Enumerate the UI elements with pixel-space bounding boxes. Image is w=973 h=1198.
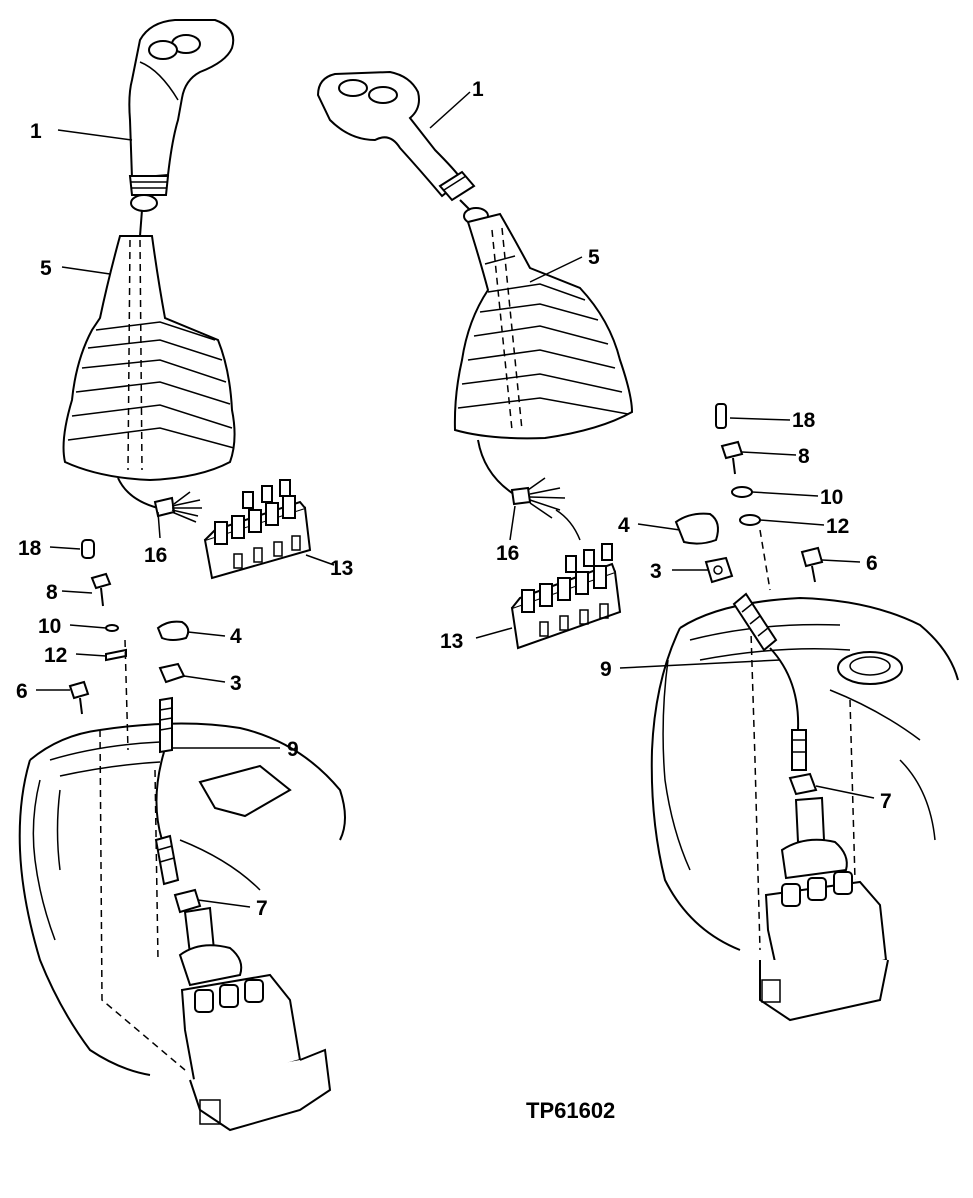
- right-console-body: [650, 529, 959, 951]
- left-rubber-boot: [62, 235, 236, 482]
- right-callouts: 1 5 18 8 10 12 4 3 6 16 13 9 7: [440, 78, 892, 813]
- left-joystick-handle: [128, 19, 235, 237]
- right-wire-harness: [477, 439, 581, 541]
- right-control-cable: [732, 592, 807, 771]
- right-callout-5: 5: [588, 246, 600, 269]
- left-callout-1: 1: [30, 120, 42, 143]
- left-callout-7: 7: [256, 897, 268, 920]
- right-callout-13: 13: [440, 630, 463, 653]
- right-callout-4: 4: [618, 514, 630, 537]
- left-leader-lines: [36, 129, 335, 908]
- right-joystick-handle: [316, 70, 489, 225]
- left-callouts: 1 5 16 13 18 8 10 12 6 4 3 9 7: [16, 120, 353, 920]
- right-callout-6: 6: [866, 552, 878, 575]
- right-callout-10: 10: [820, 486, 843, 509]
- left-connector-block: [203, 479, 312, 580]
- right-callout-16: 16: [496, 542, 519, 565]
- left-callout-16: 16: [144, 544, 167, 567]
- left-callout-12: 12: [44, 644, 67, 667]
- right-callout-7: 7: [880, 790, 892, 813]
- left-callout-8: 8: [46, 581, 58, 604]
- right-callout-18: 18: [792, 409, 816, 432]
- left-callout-6: 6: [16, 680, 28, 703]
- left-wire-harness: [117, 477, 202, 523]
- left-callout-13: 13: [330, 557, 353, 580]
- left-assembly: 1 5 16 13 18 8 10 12 6 4 3 9 7: [16, 19, 353, 1132]
- left-callout-10: 10: [38, 615, 61, 638]
- left-console-body: [18, 639, 346, 1076]
- right-callout-12: 12: [826, 515, 849, 538]
- right-hardware: [674, 403, 824, 584]
- left-control-cable: [154, 696, 180, 886]
- right-callout-1: 1: [472, 78, 484, 101]
- left-callout-3: 3: [230, 672, 242, 695]
- right-assembly: 1 5 18 8 10 12 4 3 6 16 13 9 7: [316, 70, 959, 1022]
- right-connector-block: [510, 543, 622, 650]
- right-rubber-boot: [453, 212, 634, 440]
- right-callout-9: 9: [600, 658, 612, 681]
- left-callout-5: 5: [40, 257, 52, 280]
- right-leader-lines: [429, 91, 875, 799]
- left-pilot-valve: [173, 888, 332, 1132]
- left-callout-9: 9: [287, 738, 299, 761]
- right-callout-3: 3: [650, 560, 662, 583]
- right-pilot-valve: [759, 772, 889, 1022]
- left-callout-4: 4: [230, 625, 242, 648]
- right-callout-8: 8: [798, 445, 810, 468]
- left-callout-18: 18: [18, 537, 42, 560]
- figure-id: TP61602: [526, 1098, 615, 1123]
